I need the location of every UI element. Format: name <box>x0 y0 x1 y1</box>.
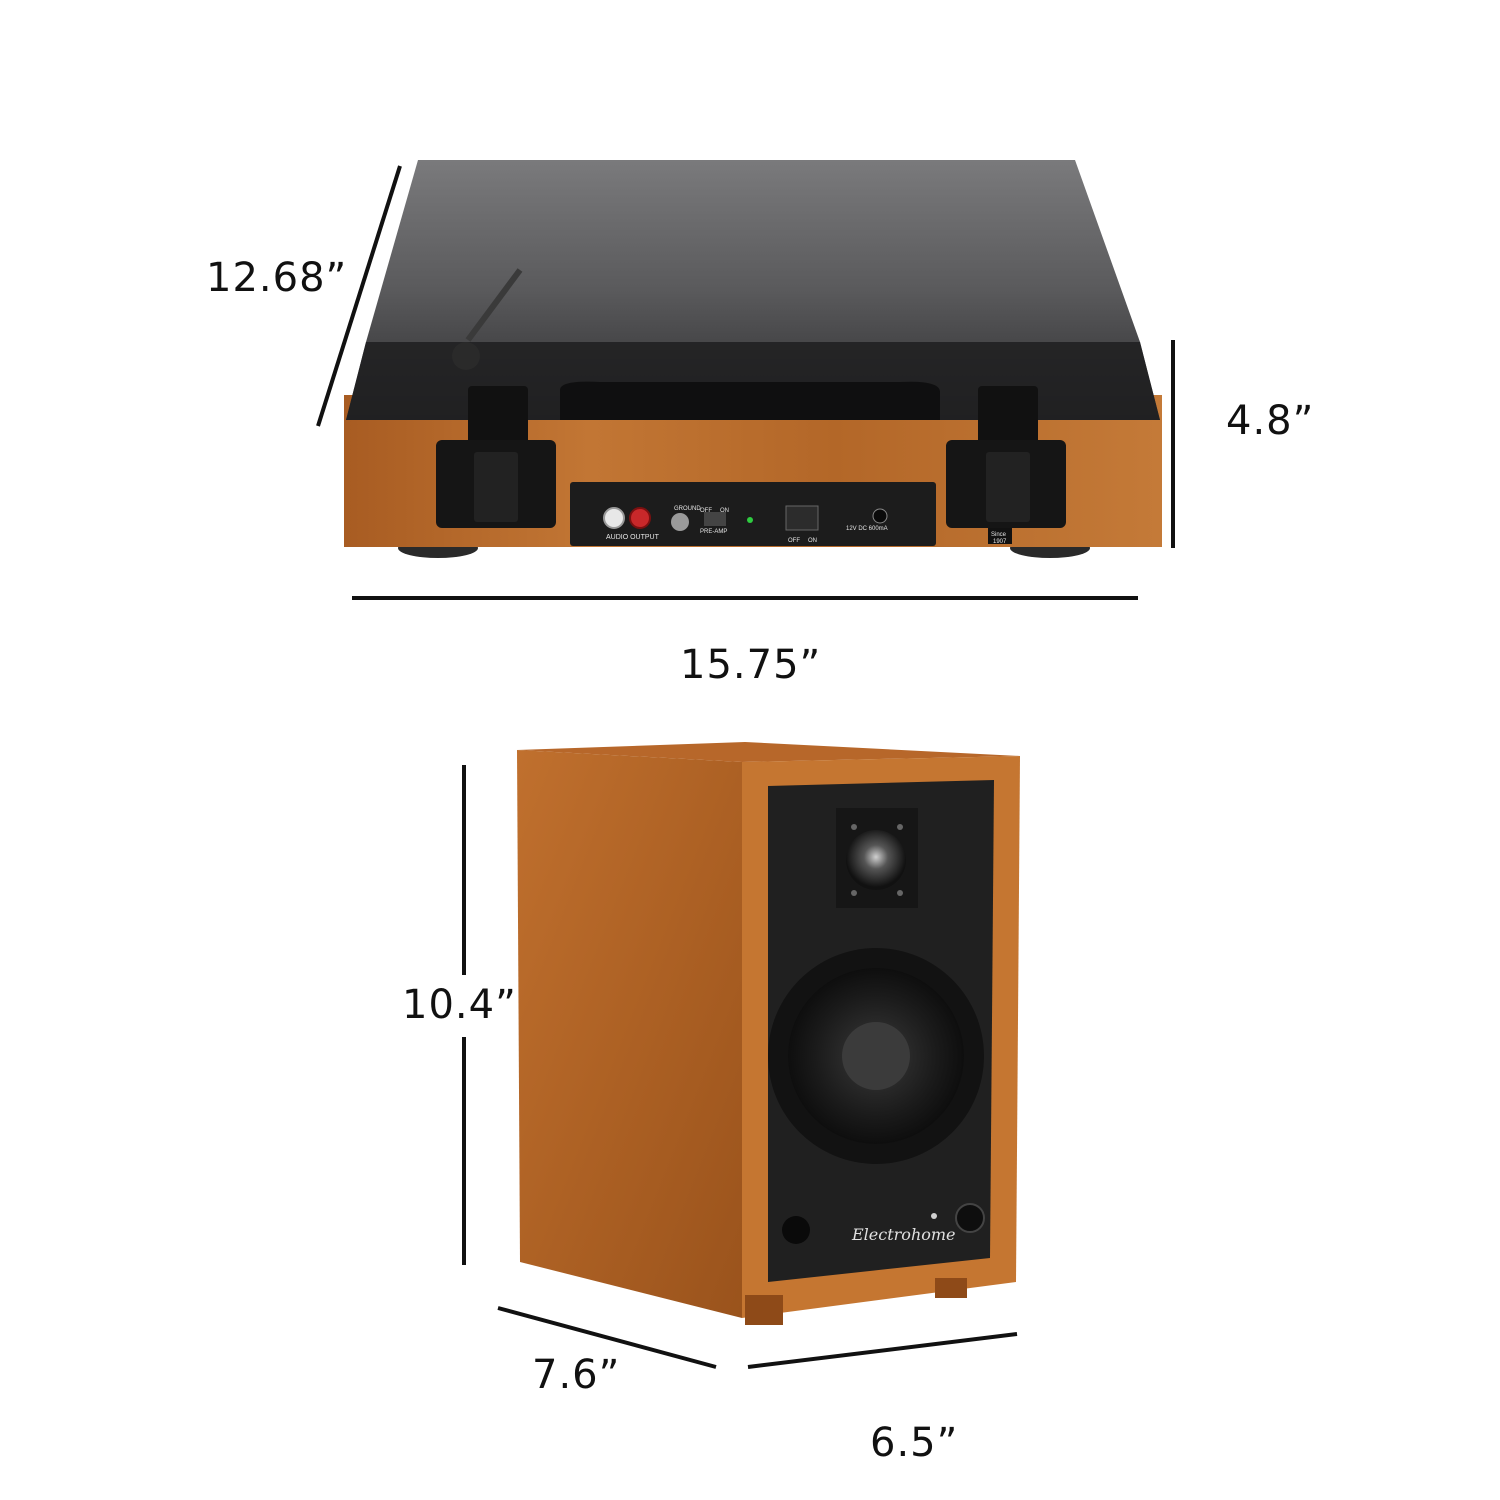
audio-output-label: AUDIO OUTPUT <box>606 534 660 541</box>
speaker-height-label: 10.4” <box>402 982 517 1028</box>
turntable-height-label: 4.8” <box>1226 398 1315 444</box>
turntable: AUDIO OUTPUT GROUND OFF ON PRE-AMP OFF O… <box>344 160 1162 558</box>
preamp-off-label: OFF <box>700 508 712 514</box>
dc-jack <box>872 508 888 524</box>
power-led <box>747 517 753 523</box>
speaker-side-panel <box>517 750 742 1318</box>
woofer-dustcap <box>842 1022 910 1090</box>
speaker: Electrohome <box>517 742 1020 1325</box>
width-line-speaker <box>747 1332 1018 1369</box>
screw <box>897 890 903 896</box>
since-year: 1907 <box>993 539 1007 545</box>
rca-white-jack <box>603 507 625 529</box>
preamp-switch <box>704 512 726 526</box>
screw <box>851 890 857 896</box>
since-label: Since <box>991 532 1007 538</box>
screw <box>897 824 903 830</box>
hinge-left <box>436 386 556 528</box>
since-badge <box>988 528 1012 544</box>
dust-cover-front <box>346 342 1160 420</box>
hinge-right <box>946 386 1066 528</box>
power-off-label: OFF <box>788 538 800 544</box>
ground-terminal <box>671 513 689 531</box>
bass-port <box>782 1216 810 1244</box>
tonearm <box>465 268 523 342</box>
speaker-width-label: 6.5” <box>870 1420 959 1466</box>
depth-line-speaker <box>497 1306 717 1369</box>
preamp-label: PRE-AMP <box>700 529 727 535</box>
ground-label: GROUND <box>674 506 701 512</box>
power-switch <box>785 505 819 531</box>
speaker-brand: Electrohome <box>851 1225 956 1244</box>
turntable-width-label: 15.75” <box>680 642 822 688</box>
platter <box>560 381 940 420</box>
speaker-foot-front <box>745 1295 783 1325</box>
screw <box>851 824 857 830</box>
rca-red-jack <box>629 507 651 529</box>
dc-rating-label: 12V DC 600mA <box>846 526 888 532</box>
depth-line-turntable <box>316 165 402 427</box>
volume-knob-icon <box>955 1203 985 1233</box>
tweeter-icon <box>846 830 906 890</box>
speaker-top <box>517 742 1020 762</box>
tonearm-counterweight <box>452 342 480 370</box>
power-on-label: ON <box>808 538 817 544</box>
speaker-depth-label: 7.6” <box>532 1352 621 1398</box>
status-led <box>931 1213 937 1219</box>
speaker-foot-back <box>935 1278 967 1298</box>
preamp-on-label: ON <box>720 508 729 514</box>
turntable-depth-label: 12.68” <box>206 255 348 301</box>
rear-panel <box>570 482 936 546</box>
